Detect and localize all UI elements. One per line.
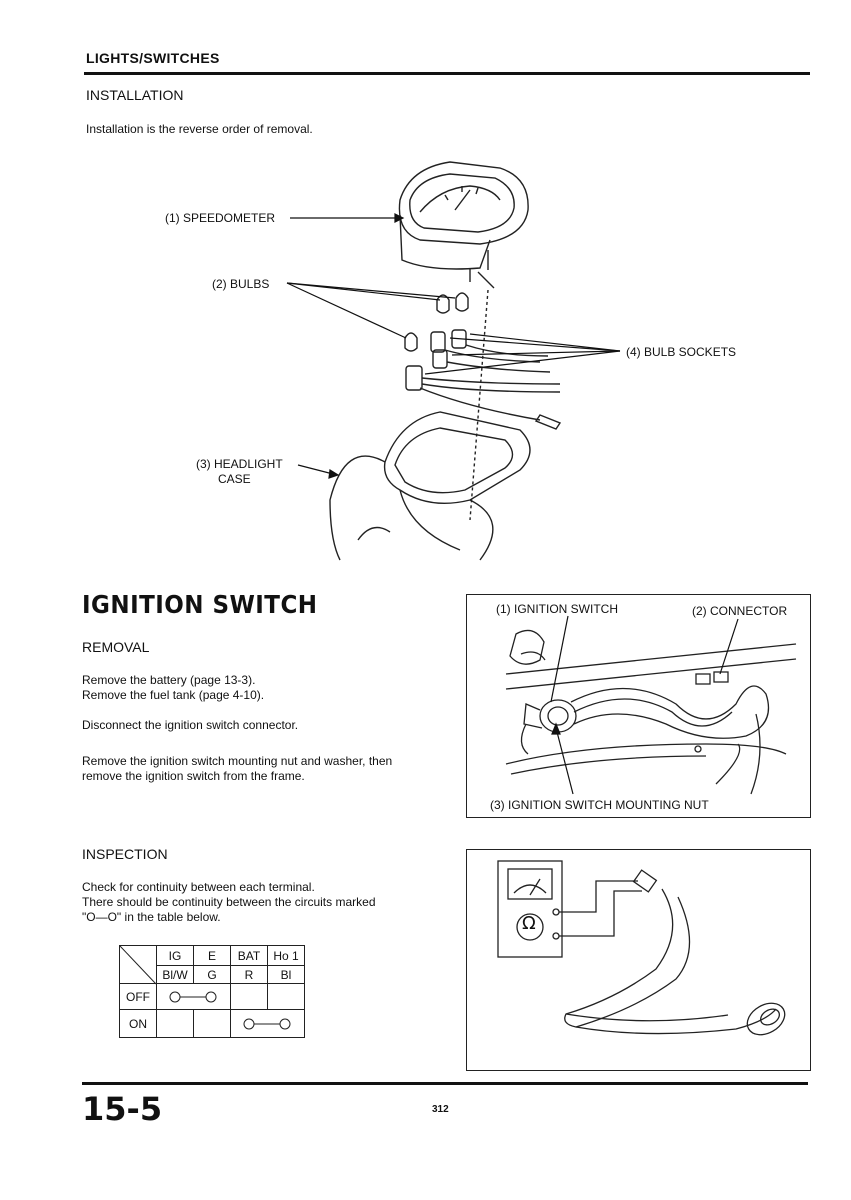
page-code: 15-5 xyxy=(82,1090,163,1128)
column-header-bat: BAT xyxy=(230,945,268,966)
column-header-ho1: Ho 1 xyxy=(267,945,305,966)
section-header: LIGHTS/SWITCHES xyxy=(86,50,220,66)
removal-heading: REMOVAL xyxy=(82,639,150,655)
table-row-on: ON xyxy=(119,1009,305,1038)
removal-step-nut-line1: Remove the ignition switch mounting nut … xyxy=(82,754,393,768)
callout-bulbs: (2) BULBS xyxy=(212,277,270,291)
row-label-off: OFF xyxy=(119,983,157,1010)
removal-step-nut-line2: remove the ignition switch from the fram… xyxy=(82,769,305,783)
footer-rule xyxy=(82,1082,808,1085)
installation-text: Installation is the reverse order of rem… xyxy=(86,122,313,136)
removal-step-battery: Remove the battery (page 13-3). xyxy=(82,673,256,687)
column-header-e: E xyxy=(193,945,231,966)
table-corner-cell xyxy=(119,945,157,985)
ignition-switch-figure xyxy=(466,594,811,818)
installation-heading: INSTALLATION xyxy=(86,87,184,103)
inspection-line2: There should be continuity between the c… xyxy=(82,895,376,909)
wire-color-ho1: Bl xyxy=(267,965,305,984)
callout-ignition-switch: (1) IGNITION SWITCH xyxy=(496,602,618,616)
callout-connector: (2) CONNECTOR xyxy=(692,604,788,618)
header-rule xyxy=(84,72,810,75)
removal-step-connector: Disconnect the ignition switch connector… xyxy=(82,718,299,732)
inspection-heading: INSPECTION xyxy=(82,846,168,862)
speedometer-exploded-diagram xyxy=(286,161,621,561)
inspection-line1: Check for continuity between each termin… xyxy=(82,880,315,894)
table-row-off: OFF xyxy=(119,983,305,1010)
continuity-table: IG E BAT Ho 1 Bl/W G R Bl OFF ON xyxy=(119,945,305,1038)
wire-color-ig: Bl/W xyxy=(156,965,194,984)
continuity-mark-on xyxy=(230,1009,305,1038)
column-header-ig: IG xyxy=(156,945,194,966)
ignition-switch-drawing xyxy=(505,615,797,795)
continuity-mark-off xyxy=(156,983,231,1010)
inspection-figure xyxy=(466,849,811,1071)
callout-headlight-line1: (3) HEADLIGHT xyxy=(196,457,283,471)
callout-mounting-nut: (3) IGNITION SWITCH MOUNTING NUT xyxy=(490,798,709,812)
page-number: 312 xyxy=(432,1104,449,1115)
callout-headlight-line2: CASE xyxy=(218,472,251,486)
removal-step-fuel-tank: Remove the fuel tank (page 4-10). xyxy=(82,688,265,702)
wire-color-bat: R xyxy=(230,965,268,984)
ohm-symbol: Ω xyxy=(522,913,536,934)
section-title-ignition-switch: IGNITION SWITCH xyxy=(82,590,318,619)
inspection-line3: "O—O" in the table below. xyxy=(82,910,221,924)
callout-speedometer: (1) SPEEDOMETER xyxy=(165,211,276,225)
ohmmeter-test-drawing xyxy=(497,860,786,1036)
wire-color-e: G xyxy=(193,965,231,984)
row-label-on: ON xyxy=(119,1009,157,1038)
callout-bulb-sockets: (4) BULB SOCKETS xyxy=(626,345,737,359)
